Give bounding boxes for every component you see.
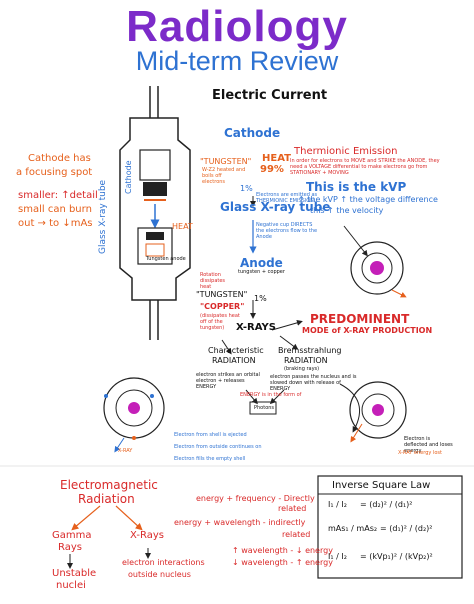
atom-brems-outer <box>349 381 407 439</box>
detail-note-2: small can burn <box>18 204 92 215</box>
wavelength-up: ↑ wavelength - ↓ energy <box>232 546 333 555</box>
atom-top-right-nucleus <box>370 261 384 275</box>
photons-box <box>249 401 277 415</box>
energy-note: ENERGY is in the form of <box>240 392 302 398</box>
inverse-square-box <box>317 475 463 579</box>
brems-title-1: Bremsstrahlung <box>278 346 342 355</box>
glass-note-top: Electrons are emitted as THERMIONIC EMIS… <box>256 192 318 204</box>
photons-label: Photons <box>254 405 275 411</box>
gamma-desc-2: nuclei <box>56 580 86 591</box>
legend-3: Electron fills the empty shell <box>174 456 246 462</box>
kvp-line-1: ↑ the kVP ↑ the voltage difference <box>298 195 438 204</box>
copper-note: (dissipates heat off of the tungsten) <box>200 313 240 331</box>
eq3-right: = (kVp₁)² / (kVp₂)² <box>360 552 433 561</box>
heat-percent: 99% <box>260 164 284 175</box>
focus-note-1: Cathode has <box>28 153 91 164</box>
eq1-left: I₁ / I₂ <box>328 500 347 509</box>
rotation-note: Rotation dissipates heat <box>200 272 226 290</box>
anode-target <box>146 232 164 240</box>
wavelength-down: ↓ wavelength - ↑ energy <box>232 558 333 567</box>
em-heading-1: Electromagnetic <box>60 478 158 492</box>
energy-wavelength-2: related <box>282 530 311 539</box>
copper-anode: "COPPER" <box>200 302 245 311</box>
thermionic-note: In order for electrons to MOVE and STRIK… <box>290 158 440 176</box>
anode-percent: 1% <box>254 294 267 303</box>
energy-frequency-2: related <box>278 504 307 513</box>
tube-cathode-side: Cathode <box>124 160 133 194</box>
xray-percent: 1% <box>240 184 253 193</box>
eq3-left: I₁ / I₂ <box>328 552 347 561</box>
legend-2: Electron from outside continues on <box>174 444 262 450</box>
anode-material: tungsten + copper <box>238 269 285 275</box>
tungsten-note: W-Z2 heated and boils off electrons <box>202 167 246 185</box>
legend-1: Electron from shell is ejected <box>174 432 247 438</box>
characteristic-desc: electron strikes an orbital electron + r… <box>196 372 260 390</box>
detail-note-3: out → to ↓mAs <box>18 218 93 229</box>
eq1-right: = (d₂)² / (d₁)² <box>360 500 413 509</box>
heat-label: HEAT <box>262 153 291 164</box>
xray-desc-1: electron interactions <box>122 558 205 567</box>
cathode-cup <box>139 149 171 181</box>
xray-small-label: X-RAY <box>118 448 133 454</box>
brems-desc: electron passes the nucleus and is slowe… <box>270 374 357 392</box>
atom-brems-inner <box>361 393 395 427</box>
brems-sub: (braking rays) <box>284 366 320 372</box>
brems-title-2: RADIATION <box>284 356 328 365</box>
tube-side-label: Glass X-ray tube <box>98 179 108 254</box>
anode-heading: Anode <box>240 256 283 270</box>
thermionic-heading: Thermionic Emission <box>294 146 398 157</box>
gamma-label-1: Gamma <box>52 530 92 541</box>
atom-brems-nucleus <box>372 404 384 416</box>
xray-escapes: X-RAY energy lost <box>398 450 442 456</box>
page-title: Radiology <box>126 2 348 51</box>
em-heading-2: Radiation <box>78 492 135 506</box>
glass-note-bottom: Negative cup DIRECTS the electrons flow … <box>256 222 318 240</box>
page-subtitle: Mid-term Review <box>135 46 339 76</box>
eq2-right: = (d₁)² / (d₂)² <box>380 524 433 533</box>
xrays-em-label: X-Rays <box>130 530 164 541</box>
gamma-label-2: Rays <box>58 542 82 553</box>
glass-xray-tube: Glass X-ray tube <box>220 200 331 214</box>
atom-characteristic-inner <box>115 389 153 427</box>
xray-desc-2: outside nucleus <box>128 570 191 579</box>
tungsten-cathode: "TUNGSTEN" <box>200 157 252 166</box>
gamma-desc-1: Unstable <box>52 568 97 579</box>
predominant-heading: PREDOMINENT <box>310 312 410 326</box>
atom-characteristic-nucleus <box>128 402 140 414</box>
inverse-square-heading: Inverse Square Law <box>332 480 431 491</box>
kvp-line-2: this ↑ the velocity <box>310 206 384 215</box>
anode-block <box>137 227 173 265</box>
xrays-label: X-RAYS <box>236 322 276 333</box>
tube-heat-label: HEAT <box>172 222 193 231</box>
detail-note-1: smaller: ↑detail <box>18 190 98 201</box>
tungsten-anode: "TUNGSTEN" <box>196 290 248 299</box>
atom-top-right-outer <box>350 241 404 295</box>
cathode-heading: Cathode <box>224 126 281 140</box>
glass-tube-outline <box>119 117 191 301</box>
filament-block <box>143 182 167 196</box>
predominant-sub: MODE of X-RAY PRODUCTION <box>302 326 433 335</box>
electron-deflected: Electron is deflected and loses energy <box>404 436 453 454</box>
focus-note-2: a focusing spot <box>16 167 93 178</box>
eq2-left: mAs₁ / mAs₂ <box>328 524 378 533</box>
tube-anode-small: Tungsten anode <box>146 256 186 262</box>
anode-copper <box>145 243 165 257</box>
kvp-heading: This is the kVP <box>306 180 407 194</box>
energy-frequency: energy + frequency - Directly <box>196 494 315 503</box>
section-heading-electric-current: Electric Current <box>212 88 328 103</box>
characteristic-title-1: Characteristic <box>208 346 264 355</box>
characteristic-title-2: RADIATION <box>212 356 256 365</box>
atom-top-right-inner <box>361 252 393 284</box>
energy-wavelength: energy + wavelength - indirectly <box>174 518 306 527</box>
